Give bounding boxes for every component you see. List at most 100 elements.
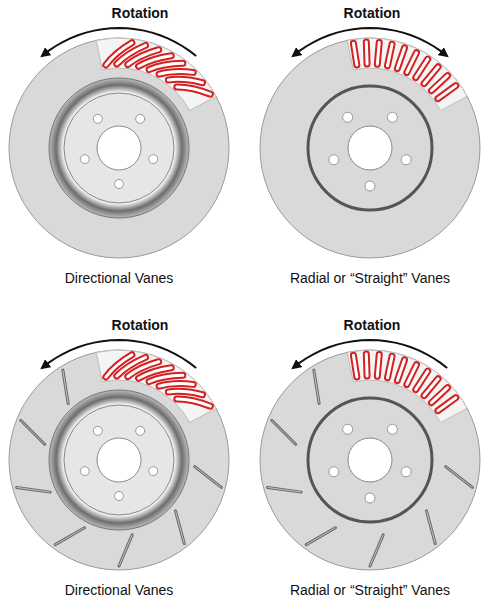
- rotor-slot-highlight: [63, 370, 68, 403]
- caption: Radial or “Straight” Vanes: [290, 270, 450, 287]
- cooling-vane-inner: [397, 48, 404, 69]
- rotor-slot: [63, 370, 68, 403]
- bolt-hole: [149, 155, 158, 164]
- cooling-vane: [168, 391, 202, 394]
- hub-hat: [49, 78, 189, 218]
- rotor-slot-highlight: [195, 467, 222, 488]
- bolt-hole: [80, 467, 89, 476]
- bolt-hole: [365, 181, 375, 191]
- bolt-hole: [401, 155, 411, 165]
- cooling-vane-inner: [387, 356, 392, 378]
- bolt-hole: [401, 467, 411, 477]
- bolt-hole: [329, 155, 339, 165]
- caption: Radial or “Straight” Vanes: [290, 582, 450, 599]
- cooling-vane: [353, 43, 356, 65]
- rotor-slot: [314, 370, 319, 403]
- cooling-vane-inner: [168, 79, 202, 82]
- hub-face: [308, 398, 432, 522]
- cooling-vane-inner: [177, 399, 211, 406]
- rotor-slot: [195, 467, 222, 488]
- cooling-vane-inner: [377, 354, 379, 376]
- rotor-slot: [175, 511, 184, 544]
- bolt-hole: [136, 426, 145, 435]
- rotation-arrow: [42, 340, 196, 368]
- cooling-vane-inner: [424, 379, 438, 396]
- bolt-hole: [329, 467, 339, 477]
- cooling-vane: [363, 42, 371, 64]
- cooling-vane-inner: [168, 391, 202, 394]
- bolt-hole: [93, 114, 102, 123]
- rotor-slot: [17, 487, 51, 492]
- cooling-vane-inner: [416, 371, 428, 389]
- cooling-vane-inner: [431, 76, 447, 91]
- rotor-slot: [272, 420, 296, 444]
- cooling-vane-inner: [407, 365, 417, 385]
- cooling-vane-inner: [365, 42, 369, 64]
- rotation-label: Rotation: [344, 317, 401, 334]
- rotor-slot-highlight: [370, 535, 383, 566]
- cooling-vane: [387, 356, 392, 378]
- cooling-vane: [353, 355, 356, 377]
- hub-face: [64, 93, 174, 203]
- cooling-vane: [424, 379, 438, 396]
- rotor-slot: [446, 467, 473, 488]
- cooling-vane-inner: [416, 59, 428, 77]
- rotor-slot-highlight: [426, 511, 435, 544]
- bolt-hole: [115, 180, 124, 189]
- rotor-slot-highlight: [21, 420, 45, 444]
- rotor-slot: [21, 420, 45, 444]
- cooling-vane: [416, 59, 428, 77]
- cooling-vane-inner: [159, 72, 193, 75]
- cooling-vane-inner: [438, 398, 456, 411]
- cooling-vane: [407, 53, 417, 73]
- hub-face: [64, 405, 174, 515]
- cooling-vane: [387, 44, 392, 66]
- cooling-vane: [397, 360, 404, 381]
- brake-rotor: [260, 340, 480, 570]
- cooling-vane: [397, 48, 404, 69]
- rotation-arrow: [42, 28, 196, 56]
- caption: Directional Vanes: [65, 582, 174, 599]
- rotor-slot-highlight: [175, 511, 184, 544]
- bolt-hole: [136, 114, 145, 123]
- bolt-hole: [343, 112, 353, 122]
- rotor-slot-highlight: [306, 528, 335, 545]
- cooling-vane: [438, 86, 456, 99]
- rotor-slot: [306, 528, 335, 545]
- cooling-vane: [168, 79, 202, 82]
- cooling-vane: [159, 72, 193, 75]
- cooling-vane: [159, 384, 193, 387]
- rotor-slot-highlight: [17, 487, 51, 492]
- cooling-vane-inner: [407, 53, 417, 73]
- caption: Directional Vanes: [65, 270, 174, 287]
- bolt-hole: [387, 112, 397, 122]
- rotor-disc: [260, 38, 480, 258]
- bolt-hole: [365, 493, 375, 503]
- rotor-slot: [370, 535, 383, 566]
- cooling-vane-inner: [387, 44, 392, 66]
- bolt-hole: [93, 426, 102, 435]
- cooling-vane-inner: [424, 67, 438, 84]
- rotation-label: Rotation: [112, 317, 169, 334]
- cooling-vane-inner: [397, 360, 404, 381]
- cooling-vane: [424, 67, 438, 84]
- hub-hat: [49, 390, 189, 530]
- rotor-disc: [260, 350, 480, 570]
- cooling-vane: [416, 371, 428, 389]
- rotor-slot-highlight: [272, 420, 296, 444]
- cooling-vane: [363, 354, 371, 376]
- rotation-label: Rotation: [112, 5, 169, 22]
- cooling-vane-inner: [377, 42, 379, 64]
- rotor-disc: [9, 350, 229, 570]
- cooling-vane-inner: [177, 87, 211, 94]
- cooling-vane: [377, 42, 379, 64]
- center-bore: [97, 126, 141, 170]
- center-bore: [348, 126, 392, 170]
- rotation-label: Rotation: [344, 5, 401, 22]
- rotation-arrow: [293, 340, 447, 368]
- rotor-slot: [426, 511, 435, 544]
- rotor-slot-highlight: [55, 528, 84, 545]
